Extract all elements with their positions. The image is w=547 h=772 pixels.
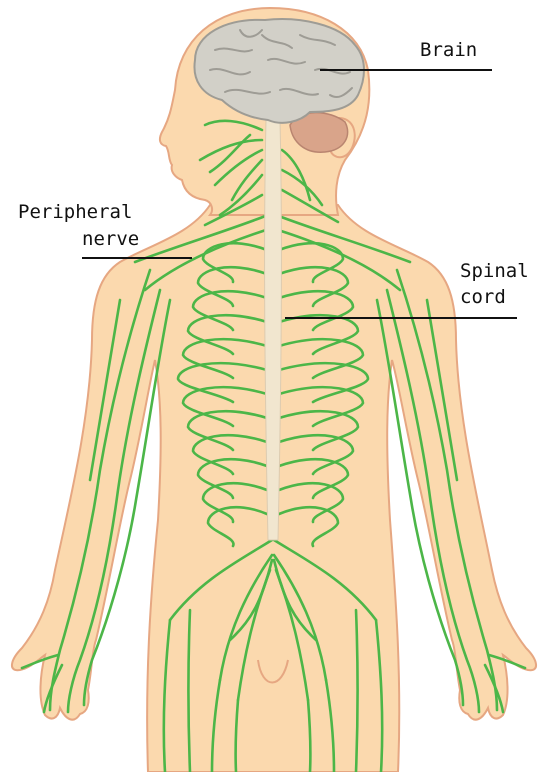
spinal-cord [265,120,282,540]
label-spinal-cord-line1: Spinal [460,260,529,282]
label-peripheral-nerve-line1: Peripheral [18,201,132,223]
label-brain: Brain [420,39,477,61]
label-spinal-cord-line2: cord [460,286,506,308]
label-peripheral-nerve-line2: nerve [82,228,139,250]
